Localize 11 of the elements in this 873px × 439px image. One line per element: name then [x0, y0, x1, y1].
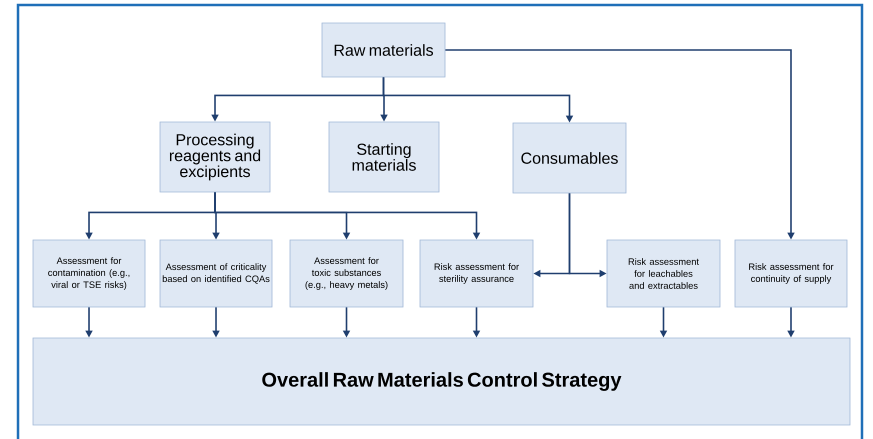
- assessment-box: Assessment for toxic substances (e.g., heavy metals): [290, 240, 404, 308]
- process-box: Raw materials: [322, 22, 446, 78]
- process-box: Consumables: [512, 122, 626, 194]
- process-box: Processing reagents and excipients: [160, 122, 270, 192]
- assessment-box: Risk assessment for sterility assurance: [420, 240, 534, 308]
- process-box: Starting materials: [328, 122, 440, 192]
- assessment-box: Risk assessment for leachables and extractables: [606, 240, 720, 308]
- strategy-box: Overall Raw Materials Control Strategy: [32, 338, 850, 426]
- assessment-box: Assessment of criticality based on identified CQAs: [160, 240, 272, 308]
- assessment-box: Assessment for contamination (e.g., viral or TSE risks): [32, 240, 146, 308]
- assessment-box: Risk assessment for continuity of supply: [734, 240, 848, 308]
